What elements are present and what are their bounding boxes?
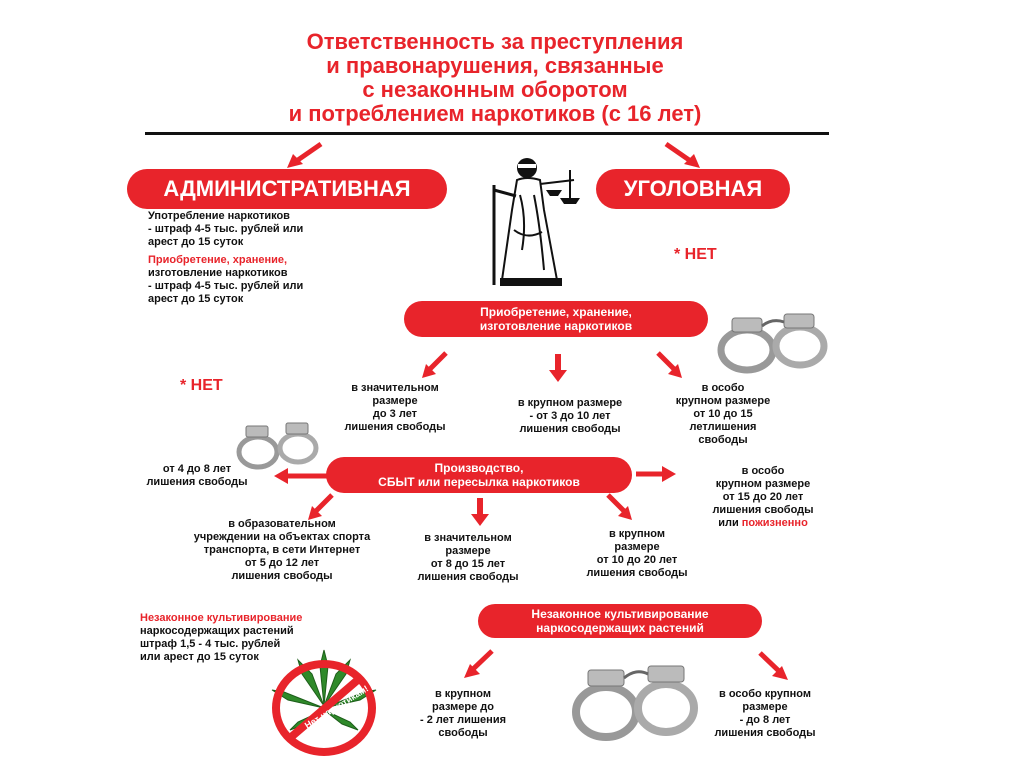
admin-header: АДМИНИСТРАТИВНАЯ <box>127 169 447 209</box>
sale-very-large-outcome: в особо крупном размере от 15 до 20 лет … <box>712 465 814 529</box>
criminal-cultivation-label: Незаконное культивирование наркосодержащ… <box>478 604 762 638</box>
arrow-cultivation-very-large <box>758 651 788 680</box>
arrow-sale-basic <box>274 468 328 484</box>
admin-cultivation-block: Незаконное культивирование наркосодержащ… <box>140 612 303 663</box>
criminal-sale-label: Производство, СБЫТ или пересылка наркоти… <box>326 457 632 493</box>
arrow-cultivation-large <box>464 649 494 678</box>
arrow-acquire-very-large <box>656 351 682 378</box>
handcuffs-icon <box>717 313 828 374</box>
sale-basic-outcome: от 4 до 8 лет лишения свободы <box>146 463 248 488</box>
arrow-sale-institutions <box>308 493 334 520</box>
sale-institutions-outcome: в образовательном учреждении на объектах… <box>193 518 371 582</box>
sale-significant-outcome: в значительном размере от 8 до 15 лет ли… <box>417 532 519 583</box>
cultivation-large-outcome: в крупном размере до - 2 лет лишения сво… <box>419 688 506 739</box>
criminal-header: УГОЛОВНАЯ <box>596 169 790 209</box>
admin-none-note: * НЕТ <box>180 377 223 394</box>
themis-figure <box>492 158 580 286</box>
criminal-acquire-label: Приобретение, хранение, изготовление нар… <box>404 301 708 337</box>
criminal-none-note: * НЕТ <box>674 246 717 263</box>
acquire-large-outcome: в крупном размере - от 3 до 10 лет лишен… <box>517 397 623 435</box>
arrow-sale-significant <box>471 498 489 526</box>
sale-large-outcome: в крупном размере от 10 до 20 лет лишени… <box>586 528 688 579</box>
admin-use-block: Употребление наркотиков - штраф 4-5 тыс.… <box>148 210 304 248</box>
arrow-sale-very-large <box>636 466 676 482</box>
arrow-sale-large <box>606 493 632 520</box>
page-title: Ответственность за преступления и правон… <box>288 29 702 126</box>
acquire-significant-outcome: в значительном размере до 3 лет лишения … <box>344 382 446 433</box>
acquire-very-large-outcome: в особо крупном размере от 10 до 15 летл… <box>675 382 771 446</box>
admin-acquire-block: Приобретение, хранение, изготовление нар… <box>148 254 304 305</box>
no-drugs-badge-icon <box>271 649 377 756</box>
cultivation-very-large-outcome: в особо крупном размере - до 8 лет лишен… <box>714 688 816 739</box>
arrow-to-admin <box>287 141 323 168</box>
arrow-acquire-large <box>549 354 567 382</box>
arrow-acquire-significant <box>422 351 448 378</box>
title-divider <box>145 132 829 135</box>
handcuffs-icon <box>572 665 698 741</box>
arrow-to-criminal <box>664 141 700 168</box>
handcuffs-icon <box>236 422 319 470</box>
